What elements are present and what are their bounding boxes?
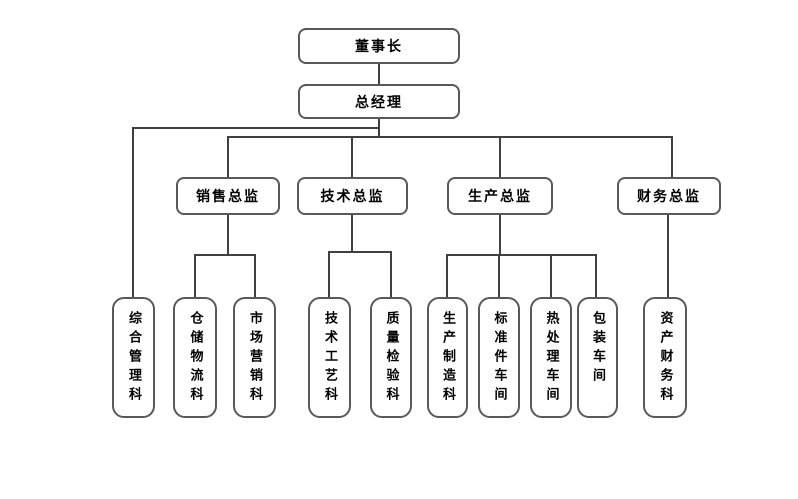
node-warehouse-logistics-section: 仓储物流科 bbox=[173, 297, 217, 418]
connector-drop-production bbox=[499, 136, 501, 177]
node-label: 综合管理科 bbox=[126, 311, 141, 406]
node-general-mgmt-section: 综合管理科 bbox=[112, 297, 155, 418]
connector-production-bus bbox=[446, 254, 597, 256]
connector-drop-warehouse bbox=[194, 254, 196, 297]
connector-drop-quality bbox=[390, 251, 392, 297]
connector-drop-tech bbox=[351, 136, 353, 177]
node-asset-finance-section: 资产财务科 bbox=[643, 297, 687, 418]
node-quality-inspection-section: 质量检验科 bbox=[370, 297, 412, 418]
node-label: 质量检验科 bbox=[383, 311, 399, 406]
connector-drop-finance bbox=[671, 136, 673, 177]
connector-finance-asset bbox=[667, 215, 669, 297]
node-label: 资产财务科 bbox=[657, 311, 673, 406]
connector-gm-general-mgmt bbox=[132, 127, 134, 297]
node-general-manager: 总经理 bbox=[298, 84, 460, 119]
connector-sales-bus bbox=[194, 254, 256, 256]
node-marketing-section: 市场营销科 bbox=[233, 297, 276, 418]
node-label: 标准件车间 bbox=[491, 311, 507, 406]
node-tech-director: 技术总监 bbox=[297, 177, 408, 215]
connector-drop-standard-parts bbox=[498, 254, 500, 297]
node-label: 技术工艺科 bbox=[322, 311, 337, 406]
node-production-mfg-section: 生产制造科 bbox=[427, 297, 468, 418]
node-packaging-workshop: 包装车间 bbox=[577, 297, 618, 418]
connector-gm-left-branch bbox=[132, 127, 380, 129]
connector-drop-packaging bbox=[595, 254, 597, 297]
connector-sales-stub bbox=[227, 215, 229, 256]
connector-tech-stub bbox=[351, 215, 353, 253]
node-production-director: 生产总监 bbox=[447, 177, 553, 215]
node-chairman: 董事长 bbox=[298, 28, 460, 64]
connector-drop-tech-process bbox=[328, 251, 330, 297]
connector-drop-marketing bbox=[254, 254, 256, 297]
connector-tech-bus bbox=[328, 251, 392, 253]
node-label: 市场营销科 bbox=[247, 311, 262, 406]
connector-production-stub bbox=[499, 215, 501, 256]
connector-chairman-gm bbox=[378, 64, 380, 84]
node-heat-treatment-workshop: 热处理车间 bbox=[530, 297, 572, 418]
node-label: 仓储物流科 bbox=[187, 311, 203, 406]
node-finance-director: 财务总监 bbox=[617, 177, 721, 215]
node-label: 包装车间 bbox=[590, 311, 605, 387]
node-label: 生产制造科 bbox=[440, 311, 455, 406]
connector-drop-sales bbox=[227, 136, 229, 177]
connector-drop-production-mfg bbox=[446, 254, 448, 297]
node-tech-process-section: 技术工艺科 bbox=[308, 297, 351, 418]
node-standard-parts-workshop: 标准件车间 bbox=[478, 297, 520, 418]
connector-drop-heat-treatment bbox=[550, 254, 552, 297]
node-sales-director: 销售总监 bbox=[176, 177, 280, 215]
connector-directors-bus bbox=[227, 136, 673, 138]
node-label: 热处理车间 bbox=[543, 311, 559, 406]
